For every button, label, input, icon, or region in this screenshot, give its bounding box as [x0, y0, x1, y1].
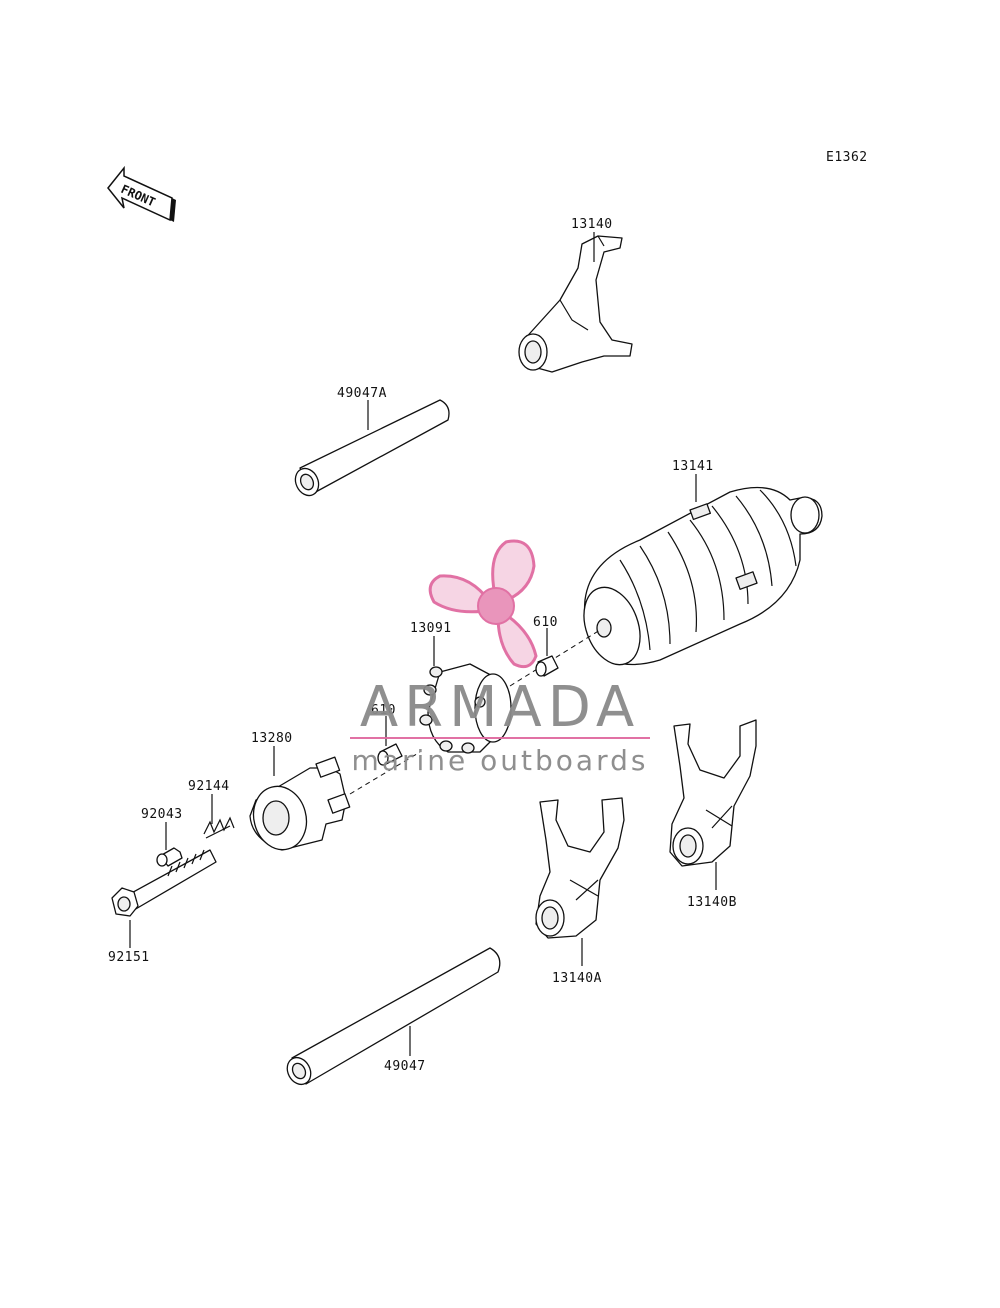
plunger: [156, 847, 183, 867]
watermark-logo: ARMADA marine outboards: [350, 539, 650, 777]
pin-left: [377, 743, 403, 766]
bolt: [111, 849, 217, 917]
label-92043: 92043: [141, 807, 183, 822]
label-49047A: 49047A: [337, 386, 387, 401]
shaft-top: [294, 399, 450, 497]
label-13141: 13141: [672, 459, 714, 474]
label-610-left: 610: [371, 703, 396, 718]
label-49047: 49047: [384, 1059, 426, 1074]
label-610-right: 610: [533, 615, 558, 630]
pin-plate: [419, 663, 512, 754]
label-13140-top: 13140: [571, 217, 613, 232]
label-13140A: 13140A: [552, 971, 602, 986]
shift-fork-top: [518, 235, 633, 373]
spring: [203, 816, 235, 839]
shift-fork-a: [535, 797, 625, 939]
shift-drum: [583, 486, 823, 666]
pin-right: [535, 655, 559, 677]
label-13140B: 13140B: [687, 895, 737, 910]
propeller-icon: [428, 539, 538, 669]
label-13091: 13091: [410, 621, 452, 636]
diagram-code: E1362: [826, 150, 868, 165]
shaft-bottom: [286, 947, 501, 1086]
front-arrow-icon: FRONT: [107, 165, 176, 222]
label-13280: 13280: [251, 731, 293, 746]
watermark-brand: ARMADA: [360, 675, 640, 740]
cam-holder: [249, 756, 351, 851]
label-92144: 92144: [188, 779, 230, 794]
shift-fork-b: [669, 719, 757, 867]
label-92151: 92151: [108, 950, 150, 965]
watermark-tagline: marine outboards: [352, 744, 649, 777]
